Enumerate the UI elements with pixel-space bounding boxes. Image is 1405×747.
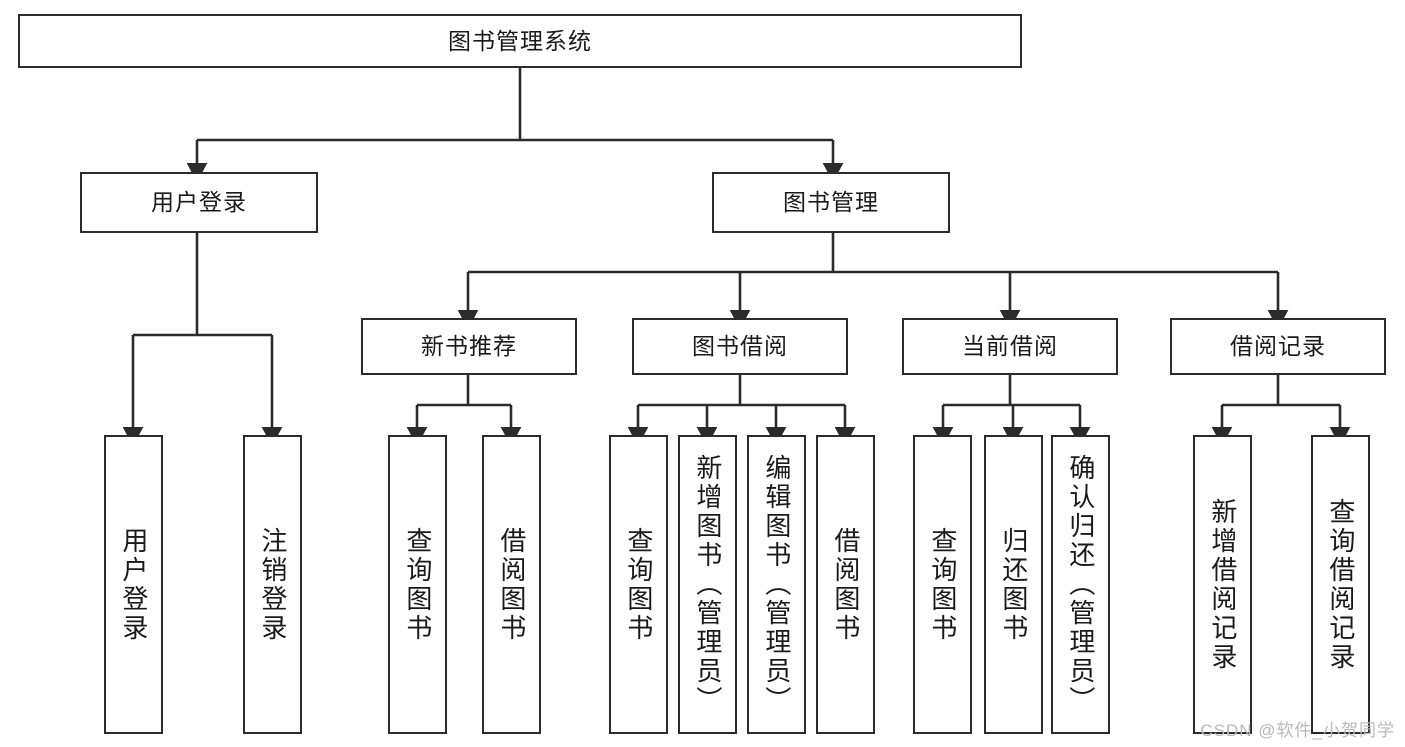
node-borrow-record-label: 借阅记录 <box>1230 333 1326 360</box>
node-user-login-label: 用户登录 <box>151 189 247 216</box>
node-leaf-record-add[interactable]: 新增借阅记录 <box>1193 435 1252 734</box>
node-leaf-label: 查询借阅记录 <box>1325 497 1356 672</box>
node-leaf-label: 确认归还（管理员） <box>1065 454 1096 715</box>
node-leaf-label: 查询图书 <box>623 526 654 643</box>
node-root-label: 图书管理系统 <box>448 27 592 54</box>
node-leaf-borrow-add-book[interactable]: 新增图书（管理员） <box>678 435 737 734</box>
node-leaf-new-book-query[interactable]: 查询图书 <box>388 435 447 734</box>
node-leaf-label: 注销登录 <box>257 526 288 643</box>
node-leaf-new-book-borrow[interactable]: 借阅图书 <box>482 435 541 734</box>
node-leaf-current-confirm-return[interactable]: 确认归还（管理员） <box>1051 435 1110 734</box>
node-leaf-borrow-edit-book[interactable]: 编辑图书（管理员） <box>747 435 806 734</box>
node-leaf-label: 查询图书 <box>927 526 958 643</box>
node-leaf-current-query[interactable]: 查询图书 <box>913 435 972 734</box>
node-leaf-user-login-signin[interactable]: 用户登录 <box>104 435 163 734</box>
node-book-management[interactable]: 图书管理 <box>712 172 950 233</box>
node-book-borrow[interactable]: 图书借阅 <box>632 318 848 375</box>
node-leaf-borrow-query[interactable]: 查询图书 <box>609 435 668 734</box>
node-leaf-label: 借阅图书 <box>496 526 527 643</box>
node-new-book-recommend[interactable]: 新书推荐 <box>361 318 577 375</box>
node-current-borrow[interactable]: 当前借阅 <box>902 318 1118 375</box>
node-current-borrow-label: 当前借阅 <box>962 333 1058 360</box>
node-leaf-label: 新增借阅记录 <box>1207 497 1238 672</box>
node-book-management-label: 图书管理 <box>783 189 879 216</box>
csdn-watermark: CSDN @软件_小贺同学 <box>1200 721 1395 740</box>
node-leaf-label: 编辑图书（管理员） <box>761 454 792 715</box>
node-leaf-borrow-borrow-book[interactable]: 借阅图书 <box>816 435 875 734</box>
node-leaf-label: 归还图书 <box>998 526 1029 643</box>
node-user-login[interactable]: 用户登录 <box>80 172 318 233</box>
node-leaf-label: 查询图书 <box>402 526 433 643</box>
node-new-book-recommend-label: 新书推荐 <box>421 333 517 360</box>
node-leaf-record-query[interactable]: 查询借阅记录 <box>1311 435 1370 734</box>
node-root[interactable]: 图书管理系统 <box>18 14 1022 68</box>
node-borrow-record[interactable]: 借阅记录 <box>1170 318 1386 375</box>
node-leaf-label: 用户登录 <box>118 526 149 643</box>
node-leaf-current-return[interactable]: 归还图书 <box>984 435 1043 734</box>
node-book-borrow-label: 图书借阅 <box>692 333 788 360</box>
node-leaf-user-login-signout[interactable]: 注销登录 <box>243 435 302 734</box>
node-leaf-label: 借阅图书 <box>830 526 861 643</box>
node-leaf-label: 新增图书（管理员） <box>692 454 723 715</box>
